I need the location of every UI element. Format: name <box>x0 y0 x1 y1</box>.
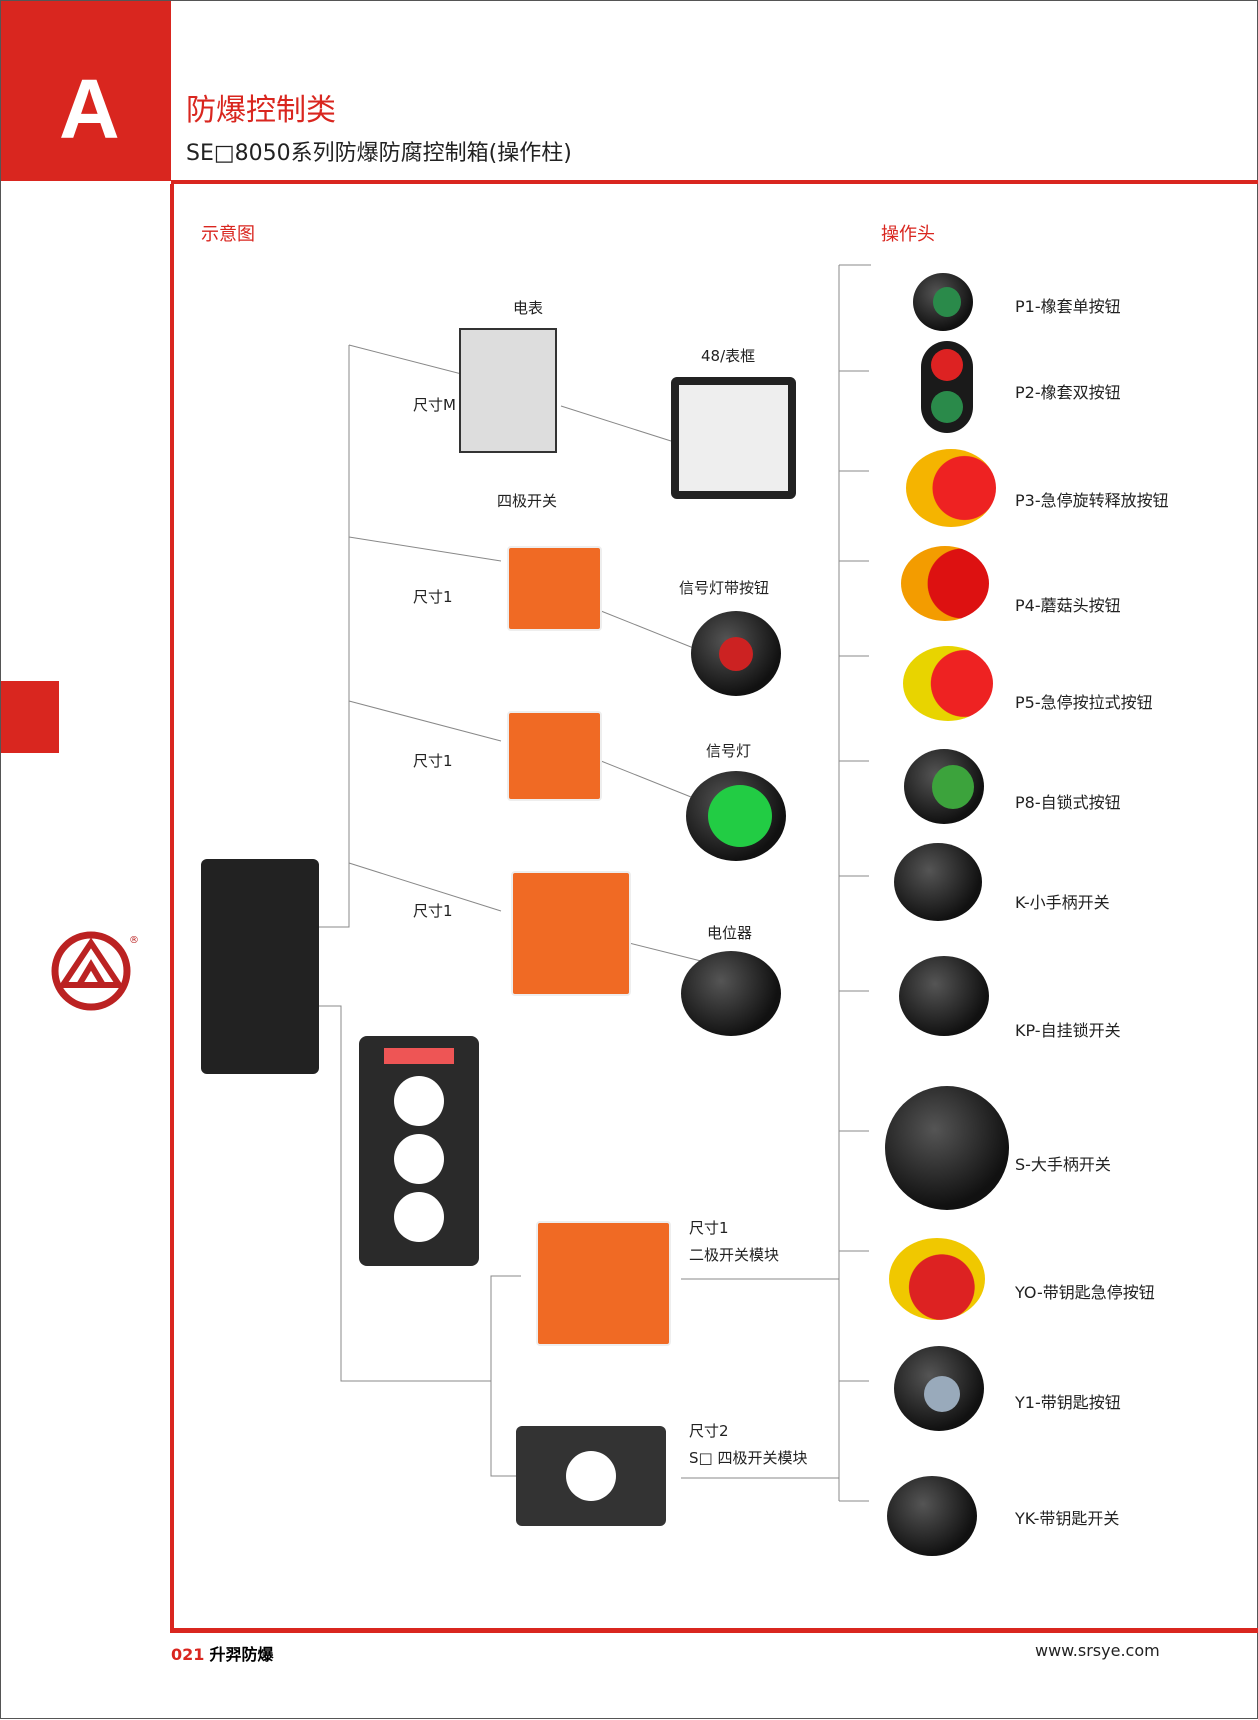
heads-heading: 操作头 <box>881 224 935 245</box>
label-frame: 48/表框 <box>701 347 756 365</box>
label-meter: 电表 <box>513 299 544 317</box>
page-title: 防爆控制类 <box>186 93 336 128</box>
head-label: KP-自挂锁开关 <box>1015 1021 1121 1040</box>
head-label: P4-蘑菇头按钮 <box>1015 596 1121 615</box>
label-potentiometer: 电位器 <box>707 924 753 942</box>
emergency-stop-icon <box>906 449 996 527</box>
head-label: P3-急停旋转释放按钮 <box>1015 491 1169 510</box>
head-label: P2-橡套双按钮 <box>1015 383 1121 402</box>
head-label: Y1-带钥匙按钮 <box>1015 1393 1121 1412</box>
diagram-heading: 示意图 <box>201 224 255 245</box>
signal-switch-image <box>507 711 602 801</box>
potentiometer-image <box>681 951 781 1036</box>
small-handle-switch-icon <box>894 843 982 921</box>
head-label: YO-带钥匙急停按钮 <box>1015 1283 1155 1302</box>
mushroom-button-icon <box>901 546 989 621</box>
footer-left: 021 升羿防爆 <box>171 1641 274 1665</box>
label-four-pole: 四极开关 <box>497 492 558 510</box>
brand-logo-icon: ® <box>51 931 139 1011</box>
page-subtitle: SE□8050系列防爆防腐控制箱(操作柱) <box>186 141 572 166</box>
potentiometer-switch-image <box>511 871 631 996</box>
head-label: P5-急停按拉式按钮 <box>1015 693 1153 712</box>
green-button-icon <box>913 273 973 331</box>
signal-light-image <box>686 771 786 861</box>
label-size-1: 尺寸1 <box>413 588 453 606</box>
divider <box>171 180 1258 184</box>
side-tab <box>1 681 59 753</box>
head-label: YK-带钥匙开关 <box>1015 1509 1120 1528</box>
key-button-icon <box>894 1346 984 1431</box>
label-four-pole-module: S□ 四极开关模块 <box>689 1449 808 1467</box>
head-label: P1-橡套单按钮 <box>1015 297 1121 316</box>
four-pole-switch-image <box>507 546 602 631</box>
label-size-2: 尺寸2 <box>689 1422 729 1440</box>
enclosure-cover-image <box>359 1036 479 1266</box>
latching-button-icon <box>904 749 984 824</box>
large-handle-switch-icon <box>885 1086 1009 1210</box>
divider <box>170 1628 1258 1633</box>
head-label: K-小手柄开关 <box>1015 893 1110 912</box>
section-letter: A <box>59 62 120 156</box>
push-pull-stop-icon <box>903 646 993 721</box>
label-size-1: 尺寸1 <box>413 902 453 920</box>
label-signal-button: 信号灯带按钮 <box>679 579 770 597</box>
svg-text:®: ® <box>129 935 139 946</box>
divider <box>170 184 174 1632</box>
label-size-1: 尺寸1 <box>689 1219 729 1237</box>
head-label: S-大手柄开关 <box>1015 1155 1111 1174</box>
footer-url[interactable]: www.srsye.com <box>1035 1641 1160 1660</box>
key-switch-icon <box>887 1476 977 1556</box>
key-emergency-stop-icon <box>889 1238 985 1320</box>
section-letter-block <box>1 1 171 181</box>
label-size-1: 尺寸1 <box>413 752 453 770</box>
head-label: P8-自锁式按钮 <box>1015 793 1121 812</box>
enclosure-base-image <box>201 859 319 1074</box>
double-button-icon <box>921 341 973 433</box>
label-signal-light: 信号灯 <box>706 742 752 760</box>
padlock-switch-icon <box>899 956 989 1036</box>
four-pole-module-image <box>516 1426 666 1526</box>
label-two-pole-module: 二极开关模块 <box>689 1246 780 1264</box>
page-number: 021 <box>171 1645 205 1664</box>
label-size-m: 尺寸M <box>413 396 456 414</box>
two-pole-module-image <box>536 1221 671 1346</box>
meter-frame-image <box>671 377 796 499</box>
footer-brand: 升羿防爆 <box>209 1645 274 1664</box>
meter-image <box>459 328 557 453</box>
signal-button-image <box>691 611 781 696</box>
